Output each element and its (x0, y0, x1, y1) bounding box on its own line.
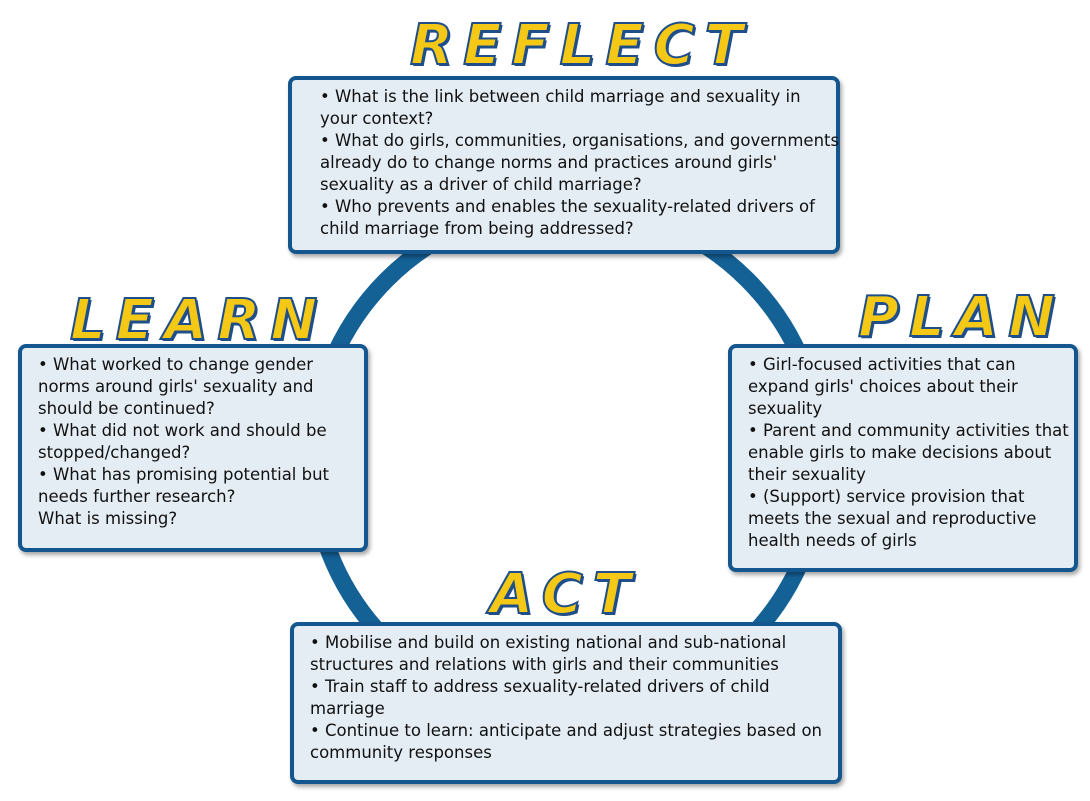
plan-line: enable girls to make decisions about (748, 443, 1052, 462)
act-line: • Train staff to address sexuality-relat… (310, 677, 770, 696)
reflect-line: • What is the link between child marriag… (320, 87, 801, 106)
act-line: structures and relations with girls and … (310, 655, 779, 674)
learn-line: • What worked to change gender (38, 355, 314, 374)
reflect-line: already do to change norms and practices… (320, 153, 778, 172)
reflect-line: your context? (320, 109, 434, 128)
reflect-line: • Who prevents and enables the sexuality… (320, 197, 815, 216)
reflect-line: child marriage from being addressed? (320, 219, 634, 238)
learn-line: should be continued? (38, 399, 215, 418)
learn-line: needs further research? (38, 487, 236, 506)
plan-line: health needs of girls (748, 531, 917, 550)
learn-box: • What worked to change gender norms aro… (18, 344, 368, 552)
act-line: • Mobilise and build on existing nationa… (310, 633, 787, 652)
plan-box: • Girl-focused activities that can expan… (728, 344, 1078, 572)
act-box: • Mobilise and build on existing nationa… (290, 622, 842, 784)
learn-title: LEARN (69, 288, 328, 353)
act-line: community responses (310, 743, 492, 762)
plan-line: • Girl-focused activities that can (748, 355, 1016, 374)
reflect-line: sexuality as a driver of child marriage? (320, 175, 642, 194)
learn-line: norms around girls' sexuality and (38, 377, 314, 396)
plan-line: expand girls' choices about their (748, 377, 1018, 396)
plan-line: meets the sexual and reproductive (748, 509, 1037, 528)
act-line: • Continue to learn: anticipate and adju… (310, 721, 823, 740)
act-line: marriage (310, 699, 385, 718)
act-title: ACT (489, 562, 641, 627)
plan-line: sexuality (748, 399, 823, 418)
plan-line: • (Support) service provision that (748, 487, 1025, 506)
learn-line: • What did not work and should be (38, 421, 327, 440)
reflect-box: • What is the link between child marriag… (288, 76, 840, 254)
reflect-title: REFLECT (409, 13, 753, 78)
plan-line: • Parent and community activities that (748, 421, 1069, 440)
plan-title: PLAN (857, 285, 1065, 350)
learn-line: What is missing? (38, 509, 178, 528)
plan-line: their sexuality (748, 465, 866, 484)
learn-line: • What has promising potential but (38, 465, 330, 484)
reflect-line: • What do girls, communities, organisati… (320, 131, 840, 150)
learn-line: stopped/changed? (38, 443, 191, 462)
